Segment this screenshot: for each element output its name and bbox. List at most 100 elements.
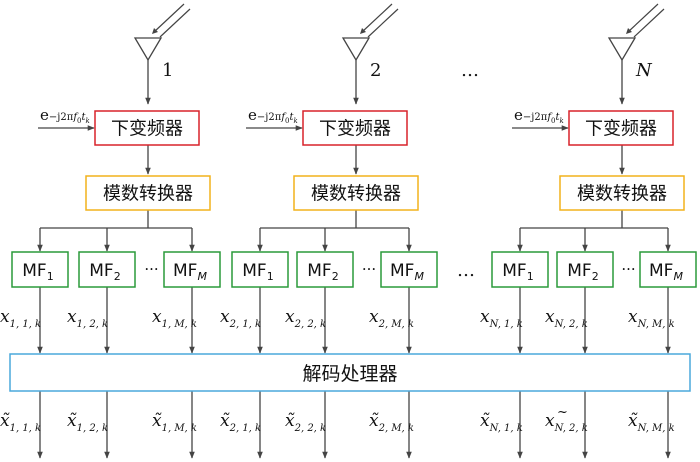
signal-label: xN, 2, k [545,307,588,330]
antenna-ellipsis: … [461,60,479,81]
antenna-icon [607,37,637,62]
text-span: MF [649,261,673,281]
text-span: x [369,307,379,327]
text-span: MF [22,261,46,281]
signal-label: x2, M, k [369,307,414,330]
text-span: −j2π [523,112,548,123]
downconverter-block [568,110,674,146]
downconverter-block-label: 下变频器 [585,118,657,139]
text-span: 2 [332,270,339,283]
mixer-signal-label: e−j2πf0tk [40,106,90,125]
incoming-wave-line [627,3,659,33]
matched-filter-block [380,251,438,288]
text-span: 1, M, k [162,423,197,434]
text-span: N, 1, k [489,423,523,434]
text-span: MF [242,261,266,281]
matched-filter-label: MFM [649,261,683,283]
text-span: 1 [47,270,54,283]
text-span: x [220,307,230,327]
text-span: MF [567,261,591,281]
text-span: x [480,307,490,327]
adc-block [293,175,419,211]
text-span: M [414,270,424,283]
estimated-signal-label: x̃N, M, k [628,411,675,434]
matched-filter-block [163,251,221,288]
text-span: −j2π [257,112,282,123]
text-span: x̃ [152,411,162,431]
incoming-wave-arrowhead [152,28,158,34]
signal-label: xN, 1, k [480,307,523,330]
text-span: x̃ [285,411,295,431]
matched-filter-block [296,251,354,288]
estimated-signal-label: x̃N, 1, k [480,411,523,434]
text-span: 1 [527,270,534,283]
text-span: t [555,112,560,123]
downconverter-block [302,110,408,146]
matched-filter-label: MF2 [89,261,120,283]
text-span: x [0,307,10,327]
mf-ellipsis: ··· [362,260,376,278]
matched-filter-label: MF2 [567,261,598,283]
mf-ellipsis: ··· [144,260,158,278]
text-span: 1, 2, k [77,319,109,330]
text-span: e [40,106,49,124]
text-span: x̃ [480,411,490,431]
incoming-wave-line [153,3,185,33]
incoming-wave-line [361,3,393,33]
signal-label: x1, 1, k [0,307,41,330]
text-span: MF [173,261,197,281]
mixer-signal-label: e−j2πf0tk [514,106,564,125]
antenna-number-label: 1 [162,60,173,81]
text-span: x̃ [220,411,230,431]
matched-filter-label: MF1 [22,261,53,283]
text-span: x [545,411,555,431]
downconverter-block-label: 下变频器 [319,118,391,139]
downconverter-block-label: 下变频器 [111,118,183,139]
text-span: k [294,117,298,125]
text-span: t [289,112,294,123]
text-span: 2, 1, k [229,319,262,330]
text-span: 1, M, k [162,319,197,330]
matched-filter-block [78,251,136,288]
decoder-block [9,353,691,392]
antenna-icon [341,37,371,62]
text-span: −j2π [49,112,74,123]
text-span: 2, M, k [378,319,414,330]
incoming-wave-line [633,8,665,38]
text-span: N, M, k [637,319,675,330]
adc-block-label: 模数转换器 [103,183,193,204]
estimated-signal-label: x̃2, 2, k [285,411,326,434]
text-span: k [560,117,564,125]
matched-filter-block [231,251,289,288]
text-span: MF [390,261,414,281]
downconverter-block [94,110,200,146]
text-span: f [280,112,287,123]
estimated-signal-label: x̃1, 2, k [67,411,108,434]
signal-label: xN, M, k [628,307,675,330]
matched-filter-label: MF2 [307,261,338,283]
matched-filter-label: MF1 [242,261,273,283]
text-span: MF [89,261,113,281]
matched-filter-label: MFM [390,261,424,283]
estimated-signal-label: xN, 2, k [545,411,588,434]
adc-block [559,175,685,211]
text-span: x [67,307,77,327]
connection-lines [37,3,671,459]
incoming-wave-arrowhead [360,28,366,34]
signal-label: x1, 2, k [67,307,108,330]
antenna-number-label: N [635,60,653,81]
text-span: e [248,106,257,124]
text-span: x [545,307,555,327]
text-span: 2, 2, k [294,423,327,434]
text-span: 1, 1, k [10,423,42,434]
text-span: f [72,112,79,123]
text-span: 2 [592,270,599,283]
signal-label: x1, M, k [152,307,197,330]
text-span: 2, M, k [378,423,414,434]
matched-filter-label: MF1 [502,261,533,283]
text-span: 0 [285,117,289,125]
text-span: x [628,307,638,327]
estimated-signal-label: x̃1, M, k [152,411,197,434]
